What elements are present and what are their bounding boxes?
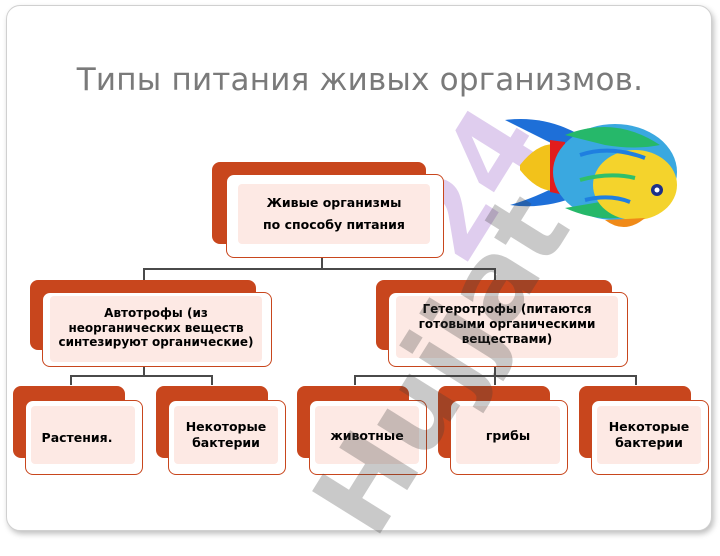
connector-root-stem xyxy=(321,256,323,268)
heterotrophs-node: Гетеротрофы (питаются готовыми органичес… xyxy=(376,280,628,368)
connector-level1-bar xyxy=(143,268,496,270)
connector-to-fungi xyxy=(494,375,496,385)
plants-node: Растения. xyxy=(13,386,143,476)
autotrophs-node-label: Автотрофы (из неорганических веществ син… xyxy=(58,306,254,350)
tropical-fish-icon xyxy=(505,119,677,228)
connector-auto-stem xyxy=(143,364,145,375)
fungi-node-label: грибы xyxy=(485,427,531,443)
heterotrophs-node-label: Гетеротрофы (питаются готовыми органичес… xyxy=(418,301,596,346)
connector-to-animals xyxy=(354,375,356,385)
hetero-bacteria-node-label: Некоторые бактерии xyxy=(608,419,690,450)
animals-node: животные xyxy=(297,386,427,476)
connector-to-plants xyxy=(70,375,72,385)
slide-title: Типы питания живых организмов. xyxy=(76,62,644,98)
connector-to-heterotrophs xyxy=(494,268,496,280)
autotrophs-node: Автотрофы (из неорганических веществ син… xyxy=(30,280,272,368)
connector-hetero-stem xyxy=(494,364,496,375)
root-node: Живые организмы по способу питания xyxy=(212,162,444,258)
connector-to-autotrophs xyxy=(143,268,145,280)
auto-bacteria-node: Некоторые бактерии xyxy=(156,386,286,476)
animals-node-label: животные xyxy=(330,427,404,443)
plants-node-label: Растения. xyxy=(41,429,113,445)
root-node-label: Живые организмы по способу питания xyxy=(263,195,405,232)
auto-bacteria-node-label: Некоторые бактерии xyxy=(185,419,267,450)
connector-auto-bar xyxy=(70,375,213,377)
fungi-node: грибы xyxy=(438,386,568,476)
connector-to-hetero-bacteria xyxy=(635,375,637,385)
connector-to-auto-bacteria xyxy=(211,375,213,385)
hetero-bacteria-node: Некоторые бактерии xyxy=(579,386,709,476)
